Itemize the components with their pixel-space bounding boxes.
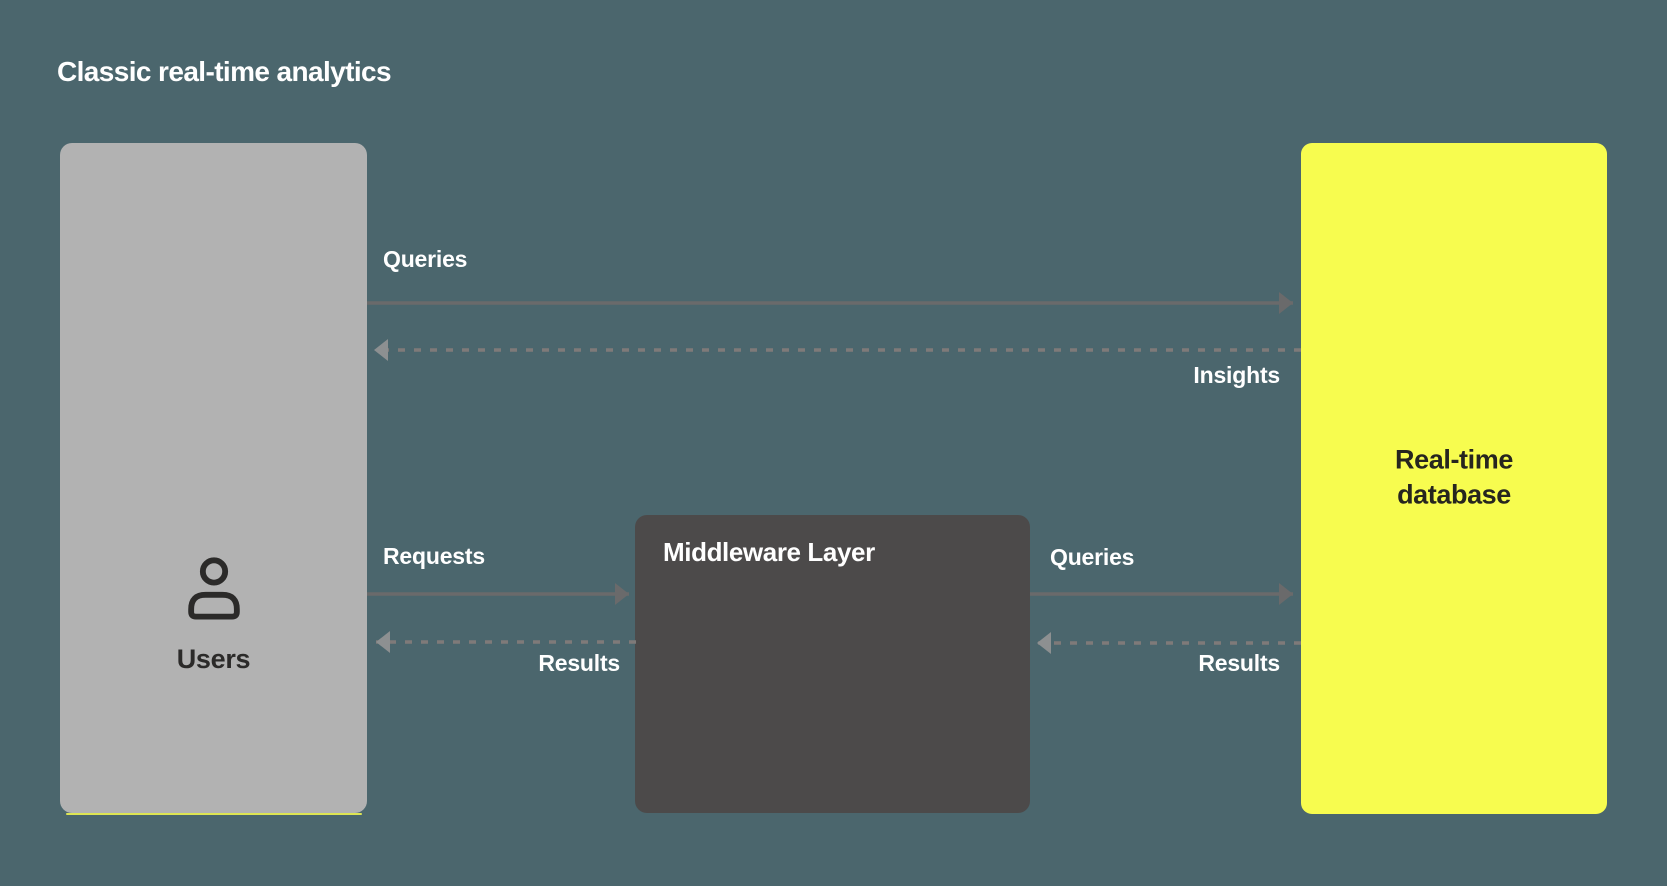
users-node-label: Users [176, 644, 251, 674]
edge-label-insights: Insights [1193, 362, 1280, 388]
users-node-content: Users [60, 548, 367, 675]
middleware-node-label: Middleware Layer [663, 537, 875, 567]
node-database: Real-time database [1301, 143, 1607, 814]
node-users: Users [60, 143, 367, 813]
database-node-label: Real-time database [1395, 444, 1513, 510]
edge-label-results-left: Results [538, 650, 620, 676]
diagram-title: Classic real-time analytics [57, 56, 392, 87]
edge-label-queries-right: Queries [1050, 544, 1135, 570]
edge-label-queries-top: Queries [383, 246, 468, 272]
users-box-yellow-edge [66, 813, 362, 815]
edge-label-requests: Requests [383, 543, 485, 569]
node-middleware: Middleware Layer [635, 515, 1030, 813]
edge-label-results-right: Results [1198, 650, 1280, 676]
user-icon [187, 557, 240, 620]
